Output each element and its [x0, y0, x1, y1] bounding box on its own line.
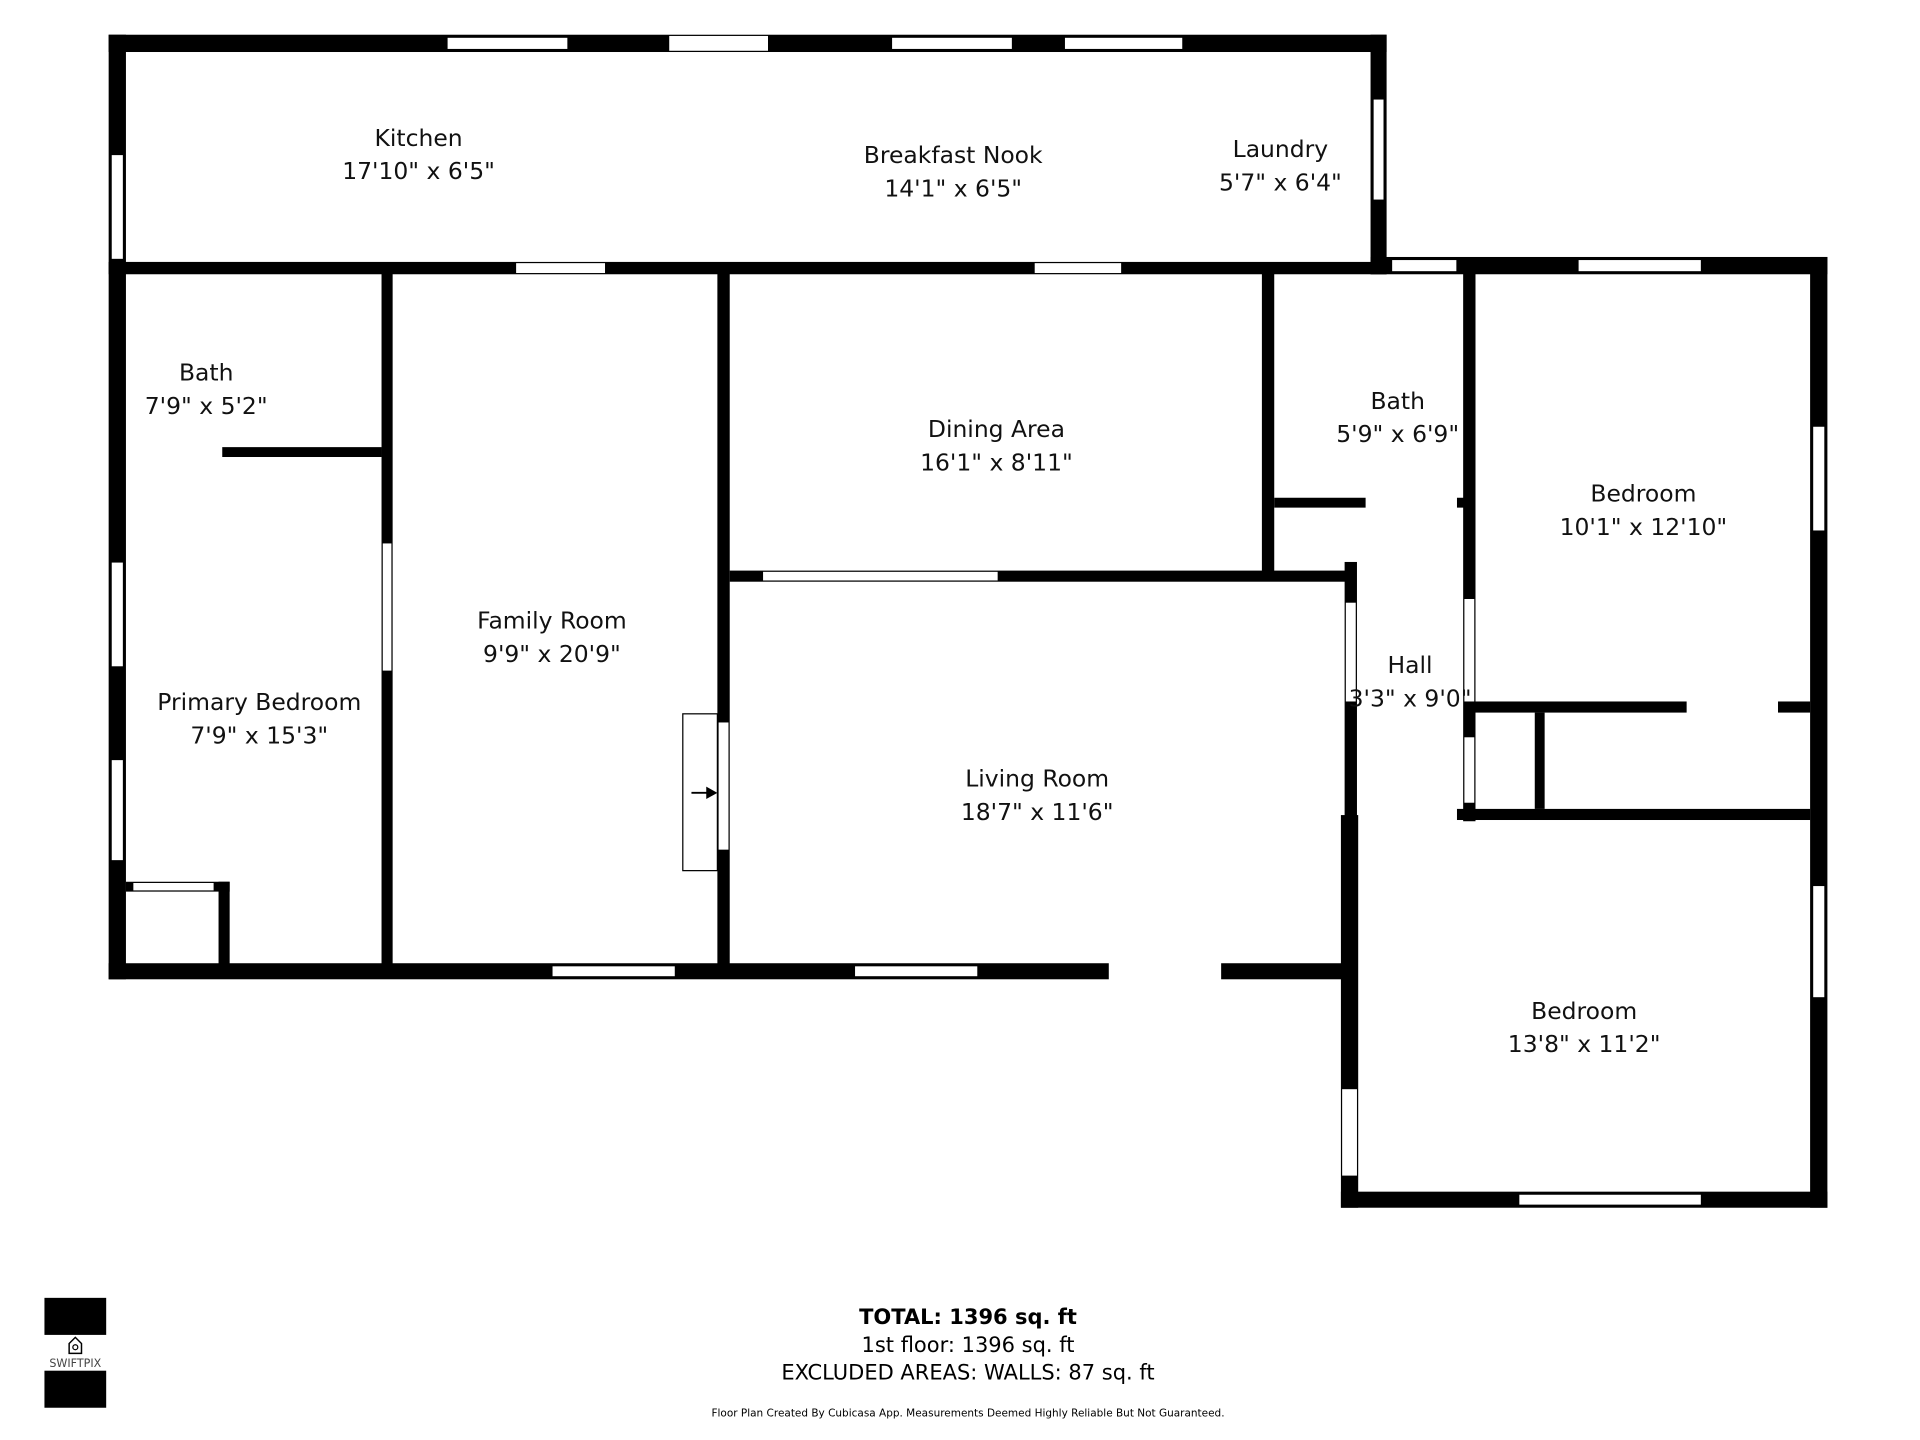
svg-text:18'7" x 11'6": 18'7" x 11'6": [961, 798, 1114, 826]
room-kitchen: Kitchen 17'10" x 6'5": [342, 124, 495, 185]
svg-text:5'7" x 6'4": 5'7" x 6'4": [1219, 168, 1342, 196]
svg-text:7'9" x 5'2": 7'9" x 5'2": [145, 392, 268, 420]
svg-text:7'9" x 15'3": 7'9" x 15'3": [190, 721, 328, 749]
room-breakfast-nook: Breakfast Nook 14'1" x 6'5": [864, 141, 1043, 202]
svg-text:Primary Bedroom: Primary Bedroom: [157, 688, 361, 716]
svg-text:3'3" x 9'0": 3'3" x 9'0": [1349, 684, 1472, 712]
room-dining-area: Dining Area 16'1" x 8'11": [920, 415, 1073, 476]
svg-text:Family Room: Family Room: [477, 607, 627, 635]
svg-text:16'1" x 8'11": 16'1" x 8'11": [920, 449, 1073, 477]
svg-text:9'9" x 20'9": 9'9" x 20'9": [483, 640, 621, 668]
room-bedroom-2: Bedroom 13'8" x 11'2": [1508, 997, 1661, 1058]
svg-text:17'10" x 6'5": 17'10" x 6'5": [342, 157, 495, 185]
room-bath-1: Bath 7'9" x 5'2": [145, 358, 268, 419]
room-living-room: Living Room 18'7" x 11'6": [961, 765, 1114, 826]
floor-area: 1st floor: 1396 sq. ft: [862, 1333, 1075, 1357]
room-labels: Kitchen 17'10" x 6'5" Breakfast Nook 14'1"…: [145, 124, 1727, 1058]
svg-text:5'9" x 6'9": 5'9" x 6'9": [1336, 420, 1459, 448]
total-area: TOTAL: 1396 sq. ft: [859, 1305, 1077, 1329]
disclaimer: Floor Plan Created By Cubicasa App. Meas…: [711, 1407, 1224, 1419]
svg-text:Dining Area: Dining Area: [928, 415, 1065, 443]
house-camera-icon: [68, 1336, 83, 1355]
svg-text:Bedroom: Bedroom: [1590, 479, 1696, 507]
svg-text:Bath: Bath: [179, 358, 234, 386]
logo-text: SWIFTPIX: [49, 1357, 101, 1370]
room-laundry: Laundry 5'7" x 6'4": [1219, 135, 1342, 196]
excluded-area: EXCLUDED AREAS: WALLS: 87 sq. ft: [781, 1360, 1154, 1384]
svg-text:13'8" x 11'2": 13'8" x 11'2": [1508, 1030, 1661, 1058]
svg-text:Living Room: Living Room: [965, 765, 1109, 793]
room-family-room: Family Room 9'9" x 20'9": [477, 607, 627, 668]
svg-text:Laundry: Laundry: [1233, 135, 1329, 163]
svg-text:Bath: Bath: [1370, 387, 1425, 415]
svg-text:Breakfast Nook: Breakfast Nook: [864, 141, 1043, 169]
room-hall: Hall 3'3" x 9'0": [1349, 651, 1472, 712]
room-bath-2: Bath 5'9" x 6'9": [1336, 387, 1459, 448]
svg-text:Kitchen: Kitchen: [375, 124, 463, 152]
area-summary: TOTAL: 1396 sq. ft 1st floor: 1396 sq. f…: [711, 1305, 1224, 1420]
svg-text:10'1" x 12'10": 10'1" x 12'10": [1560, 513, 1728, 541]
room-primary-bedroom: Primary Bedroom 7'9" x 15'3": [157, 688, 361, 749]
svg-text:Bedroom: Bedroom: [1531, 997, 1637, 1025]
walls: [108, 34, 1828, 1208]
room-bedroom-1: Bedroom 10'1" x 12'10": [1560, 479, 1728, 540]
swiftpix-logo: SWIFTPIX: [44, 1297, 107, 1408]
svg-text:14'1" x 6'5": 14'1" x 6'5": [884, 174, 1022, 202]
svg-text:Hall: Hall: [1388, 651, 1433, 679]
